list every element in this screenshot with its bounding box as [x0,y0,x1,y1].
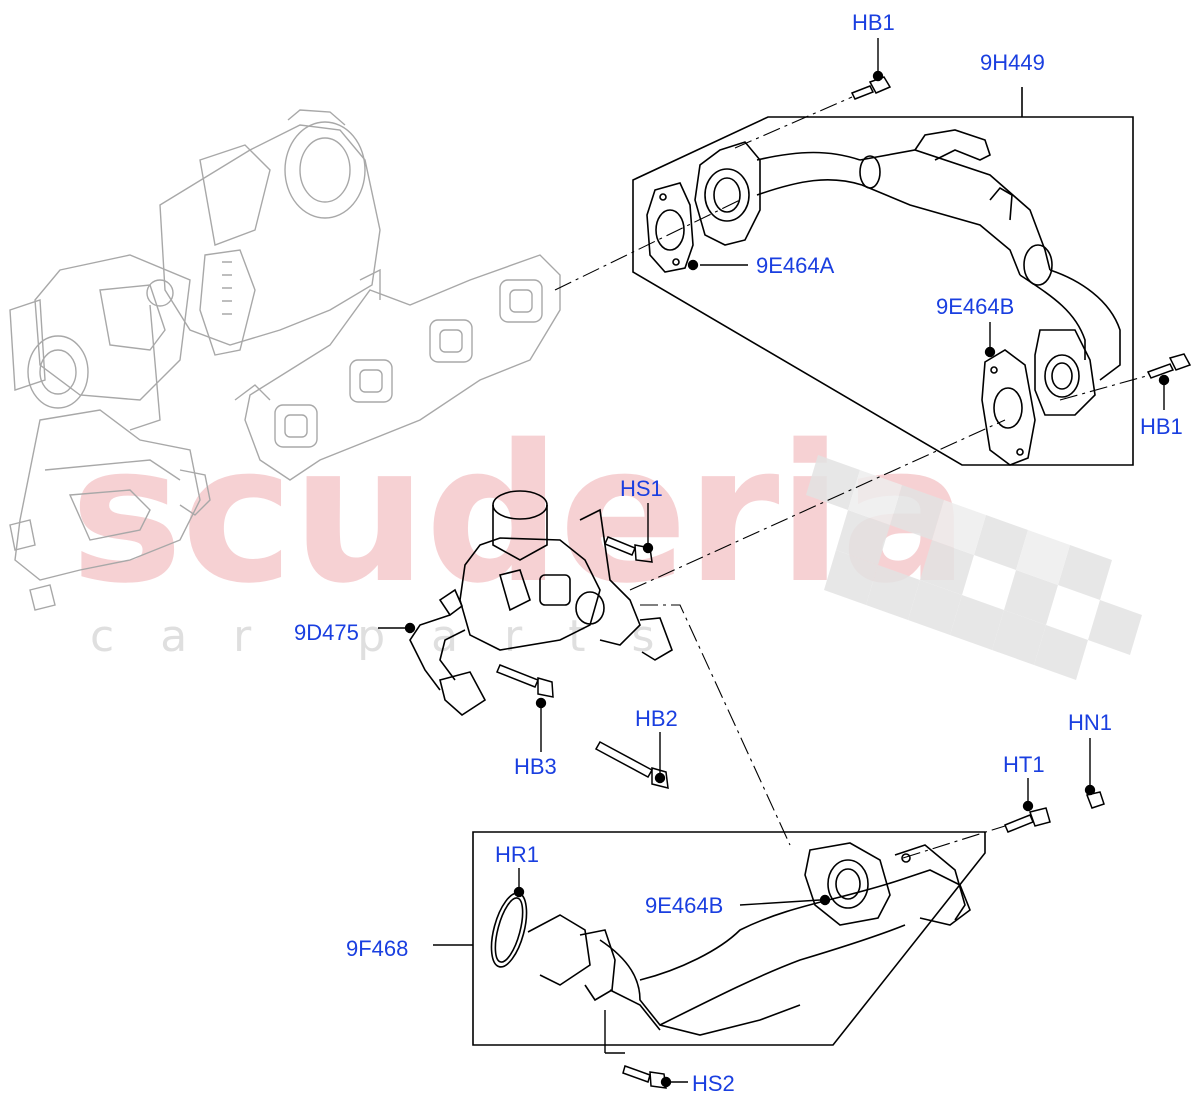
callout-hs1: HS1 [620,476,663,501]
callout-9d475: 9D475 [294,620,359,645]
callout-hn1: HN1 [1068,710,1113,735]
callout-ht1: HT1 [1003,752,1045,777]
callout-leader-lines [378,38,1170,1088]
bolt-hb3 [496,664,554,698]
egr-pipe-9h449-group [632,87,1134,466]
assembly-center-lines [554,96,1151,859]
callout-hb3: HB3 [514,754,557,779]
bolt-hs2 [622,1065,667,1089]
group-frame-9h449 [632,116,1134,466]
bolt-hb1-top [850,76,892,100]
callout-9e464a: 9E464A [756,253,835,278]
callout-9e464b-upper: 9E464B [936,294,1015,319]
turbocharger-manifold-background [9,109,561,611]
watermark-tagline: car parts [90,611,701,662]
callout-hb1-right: HB1 [1140,414,1183,439]
egr-tube-9f468-group [433,831,986,1046]
egr-valve-9d475 [409,490,673,717]
bolt-hb1-right [1146,353,1192,379]
callout-9h449: 9H449 [980,50,1045,75]
bolt-ht1 [1004,807,1051,833]
callout-hb1-top: HB1 [852,10,895,35]
watermark-brand: scuderia [70,404,969,625]
callout-9e464b-lower: 9E464B [645,893,724,918]
callout-hb2: HB2 [635,706,678,731]
callout-hs2: HS2 [692,1071,735,1096]
gasket-9e464a [646,182,694,273]
callout-9f468: 9F468 [346,936,409,961]
o-ring-hr1 [490,892,528,968]
nut-hn1 [1085,791,1105,809]
bolts-and-fasteners [496,76,1192,1089]
group-frame-9f468 [472,831,986,1046]
checkered-flag-watermark [806,455,1142,680]
callout-hr1: HR1 [495,842,540,867]
gasket-9e464b-upper [981,349,1036,466]
bolt-hb2 [594,740,669,789]
